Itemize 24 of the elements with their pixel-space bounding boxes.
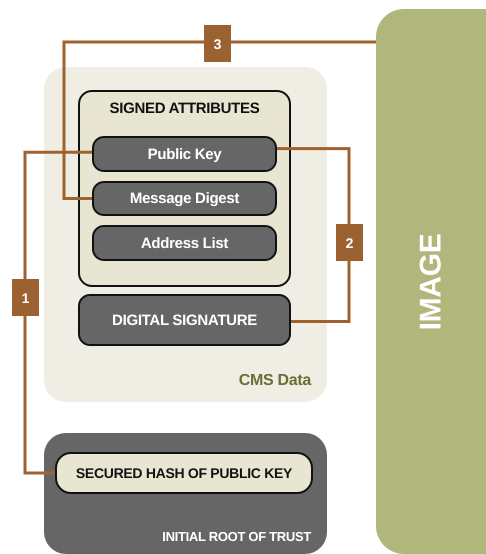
field-label: Public Key xyxy=(148,146,222,162)
field-label: Address List xyxy=(140,234,228,252)
edge-label: 1 xyxy=(12,279,39,316)
connector-line xyxy=(24,150,92,474)
attribute-group xyxy=(78,90,291,287)
field-pill xyxy=(92,225,277,261)
field-pill xyxy=(92,136,277,172)
field-label: Message Digest xyxy=(130,190,240,207)
panel-title: INITIAL ROOT OF TRUST xyxy=(162,529,311,544)
key-pill xyxy=(55,452,313,494)
image-bar xyxy=(376,9,486,554)
bar-title: IMAGE xyxy=(414,233,448,330)
edge-label: 2 xyxy=(336,224,363,261)
panel-title: CMS Data xyxy=(238,372,311,390)
connector-line xyxy=(62,40,376,200)
field-label: SECURED HASH OF PUBLIC KEY xyxy=(76,465,292,481)
field-pill xyxy=(92,181,277,216)
data-panel xyxy=(44,67,327,402)
edge-label: 3 xyxy=(204,25,231,62)
field-label: DIGITAL SIGNATURE xyxy=(112,312,257,328)
field-pill xyxy=(78,294,291,346)
connector-line xyxy=(277,147,350,324)
group-title: SIGNED ATTRIBUTES xyxy=(110,100,260,117)
root-panel xyxy=(44,433,327,554)
